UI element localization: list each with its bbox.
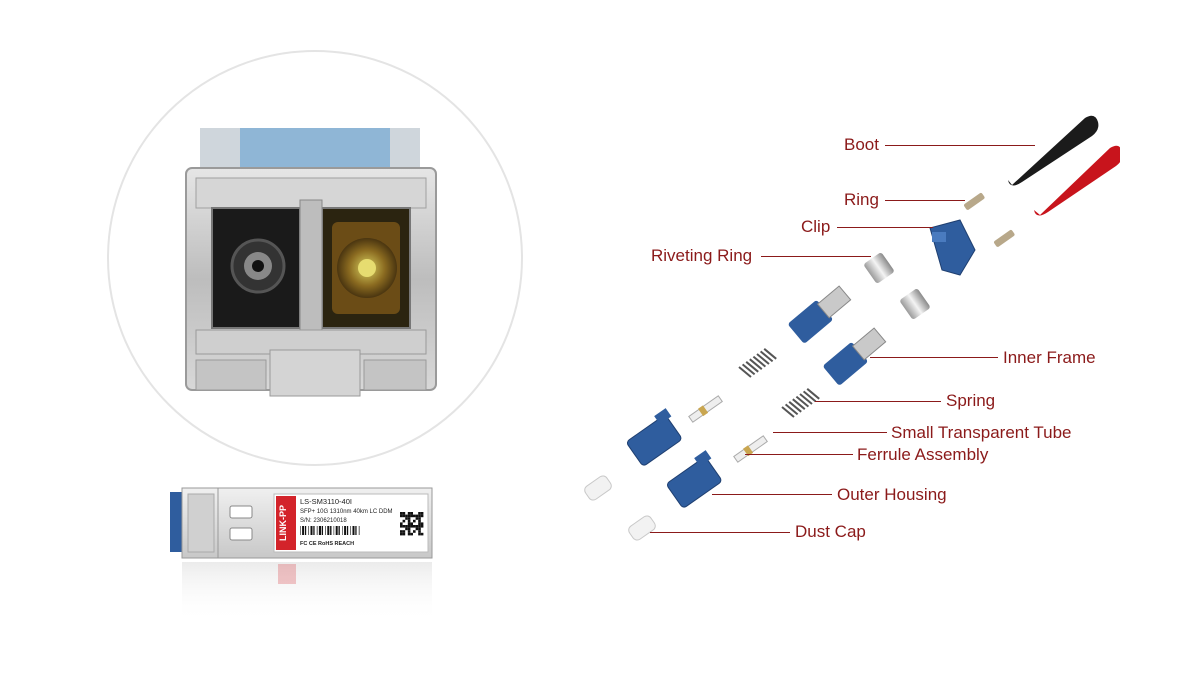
leader-small-transparent-tube bbox=[773, 432, 887, 433]
clip-part bbox=[929, 219, 976, 276]
sfp-port-closeup bbox=[107, 50, 523, 466]
riveting-ring-2 bbox=[900, 289, 930, 319]
brand-strip bbox=[276, 496, 296, 550]
leader-dust-cap bbox=[650, 532, 790, 533]
leader-outer-housing bbox=[712, 494, 832, 495]
callout-small-transparent-tube: Small Transparent Tube bbox=[891, 423, 1072, 442]
boot-red bbox=[1034, 145, 1120, 216]
callout-outer-housing: Outer Housing bbox=[837, 485, 947, 504]
callout-riveting-ring: Riveting Ring bbox=[651, 246, 753, 265]
ring-part-2 bbox=[994, 230, 1015, 247]
riveting-ring-1 bbox=[864, 253, 894, 283]
boot-black bbox=[1008, 115, 1099, 186]
dust-cap-1 bbox=[584, 475, 612, 501]
label-barcode bbox=[300, 526, 361, 535]
label-qr-code bbox=[400, 512, 424, 536]
leader-ferrule-assembly bbox=[745, 454, 853, 455]
leader-spring bbox=[815, 401, 941, 402]
inner-frame-2 bbox=[823, 327, 887, 385]
lc-connector-exploded-view bbox=[584, 115, 1120, 541]
callout-inner-frame: Inner Frame bbox=[1003, 348, 1096, 367]
spring-2 bbox=[781, 388, 820, 418]
brand-text: LINK-PP bbox=[278, 505, 288, 541]
leader-clip bbox=[837, 227, 933, 228]
ferrule-assembly-1 bbox=[688, 395, 723, 423]
callout-ferrule-assembly: Ferrule Assembly bbox=[857, 445, 989, 464]
callout-clip: Clip bbox=[801, 217, 831, 236]
dust-cap-2 bbox=[628, 515, 656, 541]
callout-ring: Ring bbox=[844, 190, 879, 209]
label-serial: S/N: 2306210018 bbox=[300, 518, 347, 524]
outer-housing-1 bbox=[626, 408, 682, 466]
callout-dust-cap: Dust Cap bbox=[795, 522, 866, 541]
leader-boot bbox=[885, 145, 1035, 146]
sfp-module-side-view: LINK-PP LS-SM3110-40I SFP+ 10G 1310nm 40… bbox=[170, 487, 433, 622]
callout-spring: Spring bbox=[946, 391, 996, 410]
leader-ring bbox=[885, 200, 965, 201]
label-certifications: FC CE RoHS REACH bbox=[300, 541, 354, 547]
outer-housing-2 bbox=[666, 450, 722, 508]
callout-boot: Boot bbox=[844, 135, 879, 154]
label-part-number: LS-SM3110-40I bbox=[300, 497, 352, 506]
leader-inner-frame bbox=[870, 357, 998, 358]
ferrule-assembly-2 bbox=[733, 435, 768, 463]
spring-1 bbox=[738, 348, 777, 378]
leader-riveting-ring bbox=[761, 256, 871, 257]
ring-part bbox=[964, 193, 985, 210]
inner-frame-1 bbox=[788, 285, 852, 343]
label-description: SFP+ 10G 1310nm 40km LC DDM bbox=[300, 509, 393, 515]
